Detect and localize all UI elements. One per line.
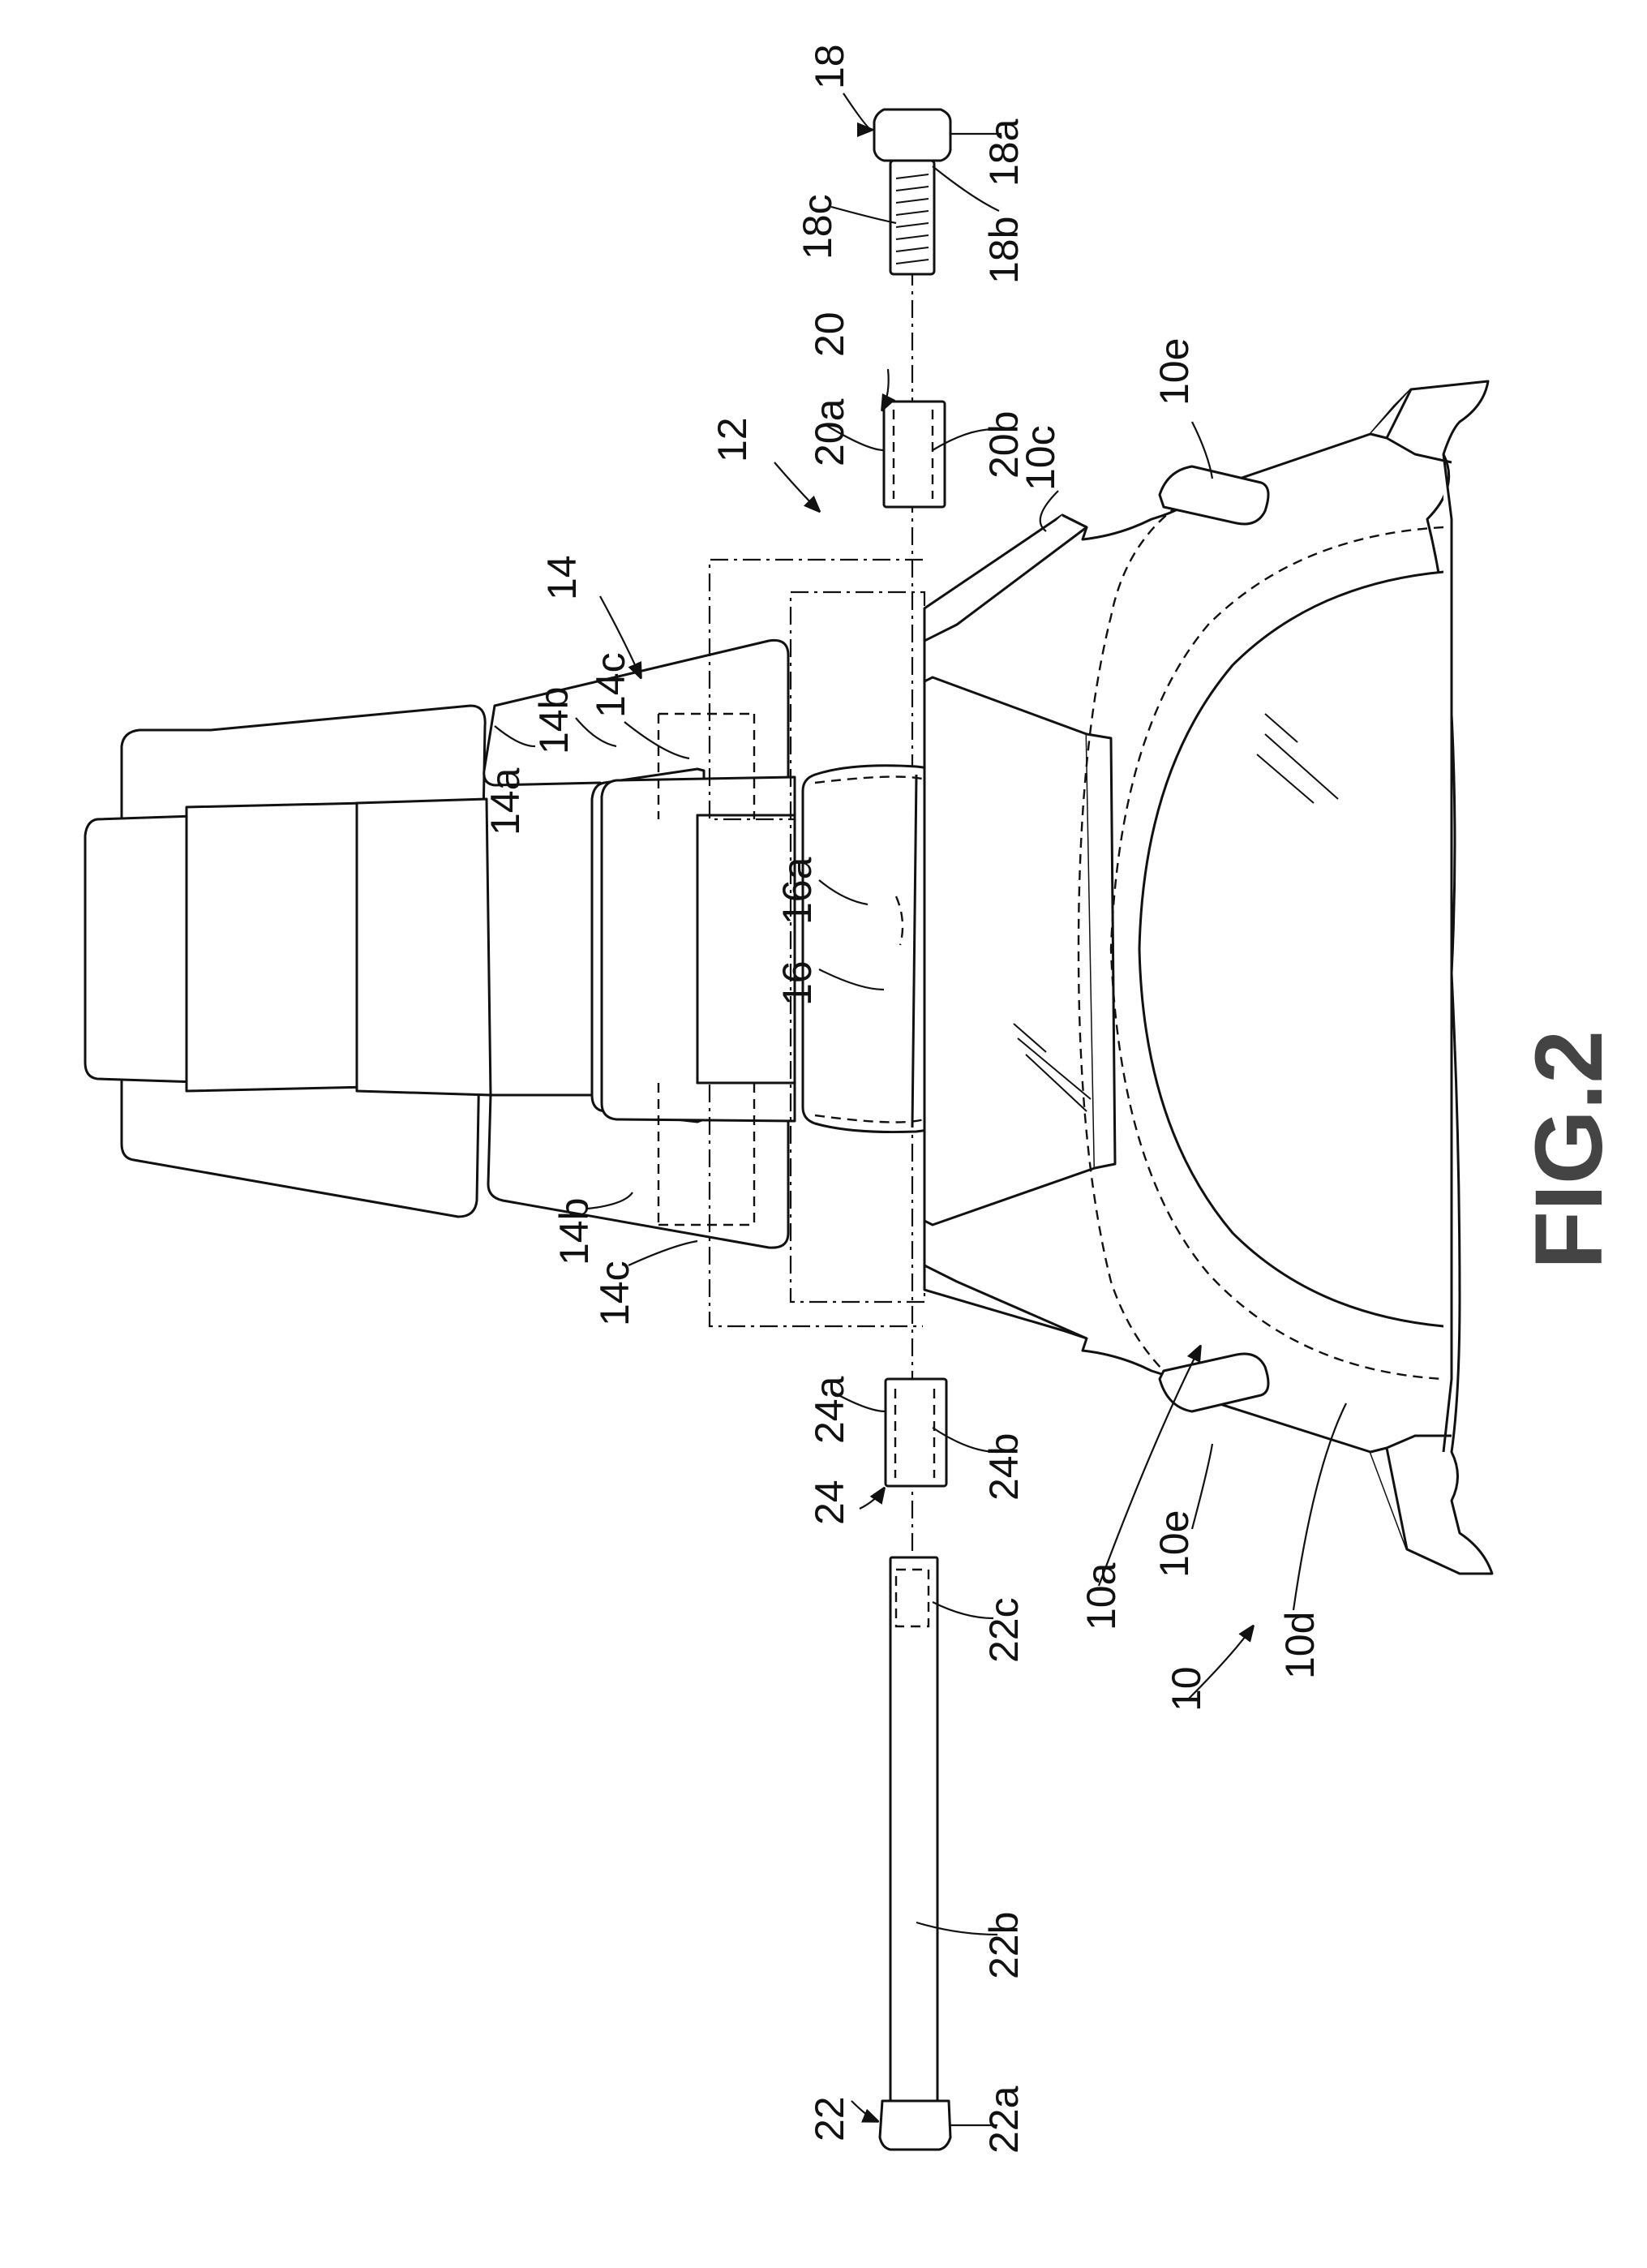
crystal — [1138, 570, 1444, 1328]
case-bezel-dash — [1109, 526, 1444, 1381]
reference-numerals: 18 18a 18b 18c 20 20a 20b 12 10c 10e 14 … — [483, 44, 1323, 2154]
label-screw-head: 18a — [981, 118, 1027, 187]
leader-shaft-female-thread — [932, 1601, 994, 1620]
button-right — [1158, 465, 1270, 526]
collar-upper — [882, 400, 946, 509]
shaft-head — [878, 2099, 952, 2151]
shaft-body — [889, 1556, 939, 2103]
leader-screw-thread — [830, 205, 897, 225]
label-link-hole-upper: 14c — [588, 652, 633, 718]
leader-watch-case — [1187, 1626, 1253, 1700]
screw-shank — [889, 159, 936, 276]
case-rear-step-upper — [1370, 389, 1452, 464]
label-crystal: 10d — [1277, 1612, 1323, 1679]
label-shaft-female-thread: 22c — [981, 1597, 1027, 1663]
connection-phantom-inner — [789, 591, 926, 1304]
shaft-female-thread — [894, 1568, 930, 1628]
case-lug-upper — [924, 513, 1088, 642]
center-link-tongue — [696, 814, 796, 1085]
leader-collar-lower-body — [830, 1390, 886, 1413]
leader-shaft-body — [916, 1921, 998, 1936]
crystal-glare-lower — [1013, 1023, 1092, 1112]
label-watch-case: 10 — [1164, 1666, 1209, 1712]
label-connection: 12 — [710, 417, 755, 462]
collar-lower-bore — [894, 1389, 936, 1478]
leader-connection — [774, 462, 819, 511]
screw — [873, 108, 952, 276]
leader-crystal — [1292, 1402, 1347, 1611]
link-hole-lower — [657, 1083, 756, 1226]
leader-adapter-hole — [818, 879, 869, 906]
label-button-right: 10e — [1152, 338, 1197, 406]
label-adapter: 16 — [774, 960, 820, 1006]
link-hole-upper — [657, 712, 756, 819]
leader-link-hole-lower — [628, 1239, 698, 1267]
band-center-mid-link — [185, 801, 371, 1093]
label-shaft: 22 — [807, 2096, 852, 2141]
leader-collar-lower — [859, 1488, 884, 1510]
leader-screw-neck — [932, 165, 1000, 212]
label-link-hole-lower: 14c — [592, 1261, 637, 1326]
label-collar-lower: 24 — [807, 1480, 852, 1525]
label-shaft-head: 22a — [981, 2085, 1027, 2154]
leader-band — [599, 595, 641, 677]
leader-adapter — [818, 969, 885, 991]
collar-lower-body — [884, 1377, 948, 1488]
case-band-step — [1086, 732, 1117, 1170]
label-band: 14 — [539, 555, 585, 600]
leader-button-right — [1191, 421, 1214, 479]
band — [84, 638, 796, 1249]
leader-collar-upper — [882, 368, 889, 410]
leader-lug — [1039, 490, 1059, 532]
leader-side-link-upper — [575, 717, 617, 748]
leader-link-hole-upper — [624, 721, 690, 760]
collar-lower — [884, 1377, 948, 1488]
label-side-link-lower: 14b — [551, 1198, 597, 1265]
label-collar-upper-body: 20a — [807, 398, 852, 466]
collar-upper-body — [882, 400, 946, 509]
figure-title: FIG.2 — [1516, 1030, 1623, 1269]
label-screw-thread: 18c — [795, 194, 840, 260]
connection-phantom-outline — [708, 558, 923, 1328]
crystal-glare-upper — [1256, 713, 1339, 804]
leader-side-link-lower — [587, 1192, 633, 1210]
screw-thread-lines — [895, 174, 929, 264]
leader-button-left — [1190, 1443, 1214, 1530]
label-case-lug-edge: 10c — [1018, 425, 1063, 491]
shaft — [878, 1556, 952, 2151]
collar-upper-bore — [892, 410, 934, 499]
leader-lines — [494, 92, 1347, 2127]
label-side-link-upper: 14b — [531, 687, 577, 754]
label-center-link: 14a — [483, 767, 528, 835]
band-center-link-b — [355, 797, 492, 1097]
adapter-face-line — [911, 774, 918, 1128]
leader-shaft — [851, 2100, 877, 2121]
side-link-lower — [487, 1081, 790, 1249]
case-rear-step-lower — [1370, 1434, 1452, 1550]
leader-screw — [843, 92, 872, 130]
case-band-front — [923, 676, 1096, 1226]
leader-collar-upper-bore — [932, 428, 1002, 451]
label-collar-lower-body: 24a — [807, 1376, 852, 1444]
leader-collar-lower-bore — [932, 1427, 998, 1454]
label-adapter-hole: 16a — [774, 857, 820, 925]
adapter-hole — [814, 775, 933, 1123]
case-side-face — [1442, 453, 1453, 1453]
leader-collar-upper-body — [826, 425, 885, 452]
screw-head — [873, 108, 952, 162]
leader-recess — [1097, 1347, 1200, 1587]
case-lug-lower — [924, 1264, 1087, 1340]
label-screw: 18 — [807, 44, 852, 89]
label-button-left: 10e — [1152, 1510, 1197, 1578]
label-screw-neck: 18b — [981, 217, 1027, 284]
label-collar-lower-bore: 24b — [981, 1433, 1027, 1501]
label-shaft-body: 22b — [981, 1912, 1027, 1979]
label-collar-upper-bore: 20b — [981, 411, 1027, 479]
watch-case — [923, 380, 1494, 1575]
label-case-recess: 10a — [1079, 1562, 1124, 1630]
label-collar-upper: 20 — [807, 311, 852, 357]
leader-center-link — [494, 725, 536, 748]
